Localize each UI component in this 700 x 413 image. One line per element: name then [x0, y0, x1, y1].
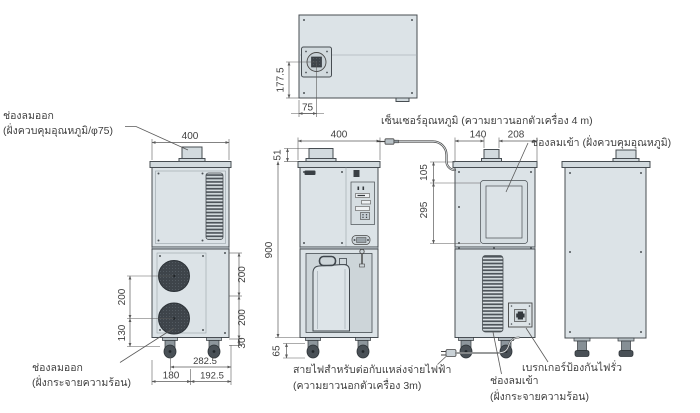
foot	[573, 337, 591, 357]
label-outlet-bottom-line2: (ฝั่งกระจายความร้อน)	[32, 375, 131, 389]
dim-front-br: 192.5	[200, 371, 224, 382]
caster	[305, 337, 321, 359]
dim-back-inlet-height: 295	[419, 201, 430, 218]
dim-front-right1: 200	[237, 266, 248, 283]
caster	[355, 337, 371, 359]
label-inlet-bottom-line1: ช่องลมเข้า	[490, 375, 539, 387]
caster	[162, 337, 178, 359]
brand-logo	[304, 170, 316, 175]
dim-topview-height: 177.5	[276, 67, 287, 92]
dim-front-left2: 130	[117, 324, 128, 341]
dim-front-left1: 200	[117, 288, 128, 305]
temperature-sensor-cable	[377, 138, 457, 172]
top-view: 177.5 75	[276, 14, 418, 117]
dim-front-bl: 180	[163, 371, 180, 382]
leader-outlet-bottom	[119, 327, 175, 363]
leader-inlet-bottom	[492, 331, 502, 375]
label-power-line2: (ความยาวนอกตัวเครื่อง 3m)	[293, 378, 421, 392]
label-outlet-top-line2: (ฝั่งควบคุมอุณหภูมิ/φ75)	[3, 123, 113, 137]
back-grille	[482, 255, 504, 333]
label-outlet-bottom-line1: ช่องลมออก	[32, 362, 83, 374]
back-view: 140 208 105 295	[419, 130, 538, 359]
caster	[458, 337, 474, 359]
dim-side-caster: 65	[272, 345, 283, 357]
power-cord	[441, 336, 520, 357]
service-connector	[351, 235, 371, 245]
label-breaker: เบรกเกอร์ป้องกันไฟรั่ว	[522, 360, 622, 374]
leader-breaker	[525, 327, 549, 363]
drain-tank	[312, 255, 350, 332]
dim-front-span: 282.5	[193, 356, 217, 367]
sensor-plug	[384, 138, 395, 145]
foot	[617, 337, 635, 357]
label-inlet-top: ช่องลมเข้า (ฝั่งควบคุมอุณหภูมิ)	[531, 135, 671, 149]
front-view: 400 200 130 200 200 30 282.5 180 192.5	[117, 131, 248, 385]
front-grille	[205, 172, 224, 240]
tank-handle	[318, 255, 337, 267]
caster	[206, 337, 222, 359]
label-inlet-bottom-line2: (ฝั่งกระจายความร้อน)	[490, 389, 589, 403]
control-panel	[350, 181, 375, 225]
dim-back-inlet-top: 105	[419, 164, 430, 181]
leader-power	[437, 356, 447, 365]
leader-outlet-top	[125, 126, 189, 151]
leader-inlet-top	[505, 142, 529, 193]
drain-pipe	[359, 248, 365, 268]
dim-side-width: 400	[331, 130, 348, 141]
dim-back-duct-right: 208	[508, 130, 525, 141]
dim-front-right3: 30	[237, 337, 248, 349]
leakage-breaker	[508, 302, 533, 328]
label-sensor: เซ็นเซอร์อุณหภูมิ (ความยาวนอกตัวเครื่อง …	[381, 113, 593, 127]
dim-side-height: 900	[264, 241, 275, 258]
side-view-right	[561, 149, 651, 357]
dim-side-duct: 51	[273, 149, 284, 161]
label-power-line1: สายไฟสำหรับต่อกับแหล่งจ่ายไฟฟ้า	[293, 363, 451, 376]
dim-front-width: 400	[182, 131, 199, 142]
tank-cap	[339, 258, 347, 265]
dim-topview-offset: 75	[302, 103, 314, 114]
dim-back-duct-left: 140	[470, 130, 487, 141]
side-view: 400 51 900 65	[264, 130, 381, 359]
dim-front-right2: 200	[237, 309, 248, 326]
label-outlet-top-line1: ช่องลมออก	[3, 110, 54, 122]
power-plug	[445, 349, 457, 357]
